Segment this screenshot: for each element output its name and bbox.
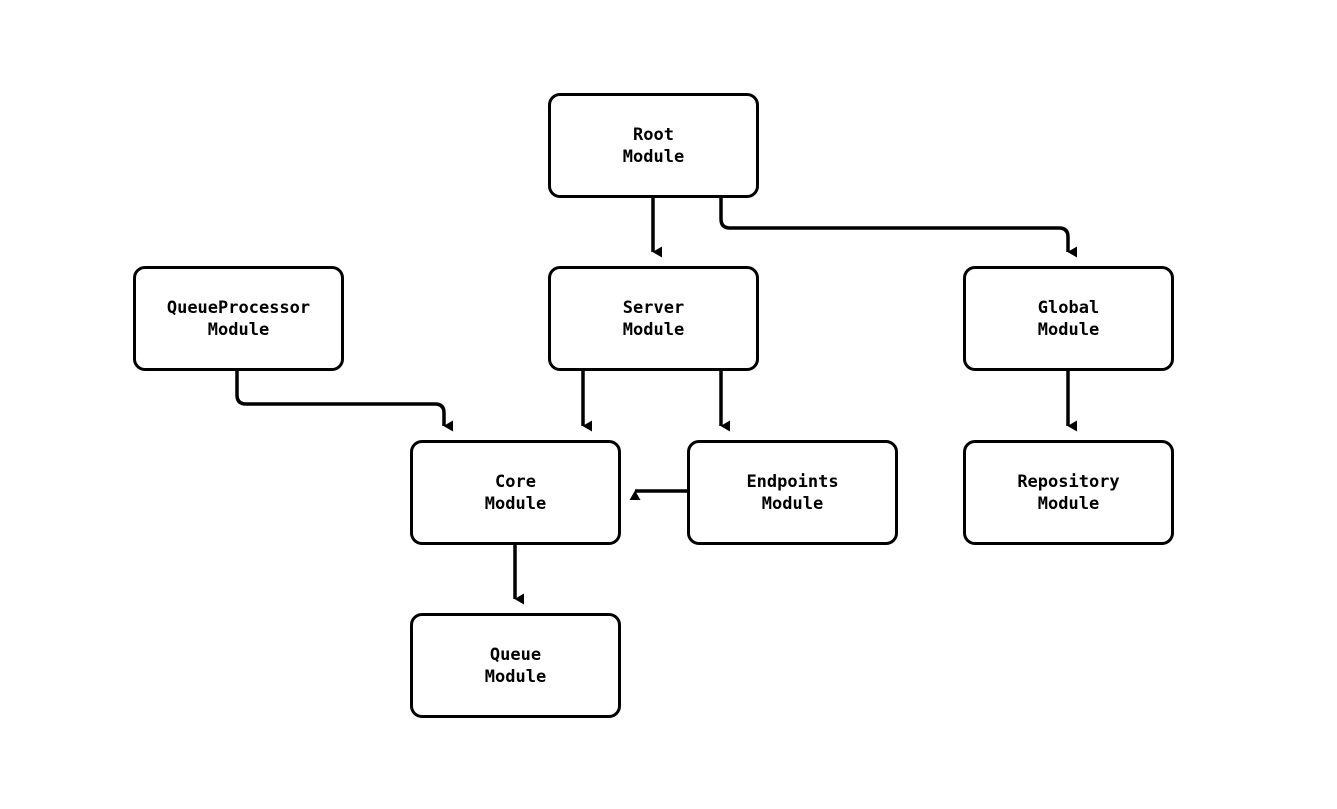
edge-root-to-global: [719, 198, 1077, 258]
node-repository-module[interactable]: Repository Module: [963, 440, 1174, 545]
edge-queueprocessor-to-core: [235, 371, 453, 432]
node-server-module[interactable]: Server Module: [548, 266, 759, 371]
node-queueprocessor-module-label: QueueProcessor Module: [166, 297, 311, 340]
node-repository-module-label: Repository Module: [1017, 471, 1120, 514]
node-root-module[interactable]: Root Module: [548, 93, 759, 198]
node-endpoints-module[interactable]: Endpoints Module: [687, 440, 898, 545]
node-queue-module-label: Queue Module: [484, 644, 547, 687]
node-queueprocessor-module[interactable]: QueueProcessor Module: [133, 266, 344, 371]
node-endpoints-module-label: Endpoints Module: [746, 471, 839, 514]
node-server-module-label: Server Module: [622, 297, 685, 340]
node-global-module-label: Global Module: [1037, 297, 1100, 340]
node-global-module[interactable]: Global Module: [963, 266, 1174, 371]
node-root-module-label: Root Module: [622, 124, 685, 167]
node-core-module[interactable]: Core Module: [410, 440, 621, 545]
node-queue-module[interactable]: Queue Module: [410, 613, 621, 718]
node-core-module-label: Core Module: [484, 471, 547, 514]
